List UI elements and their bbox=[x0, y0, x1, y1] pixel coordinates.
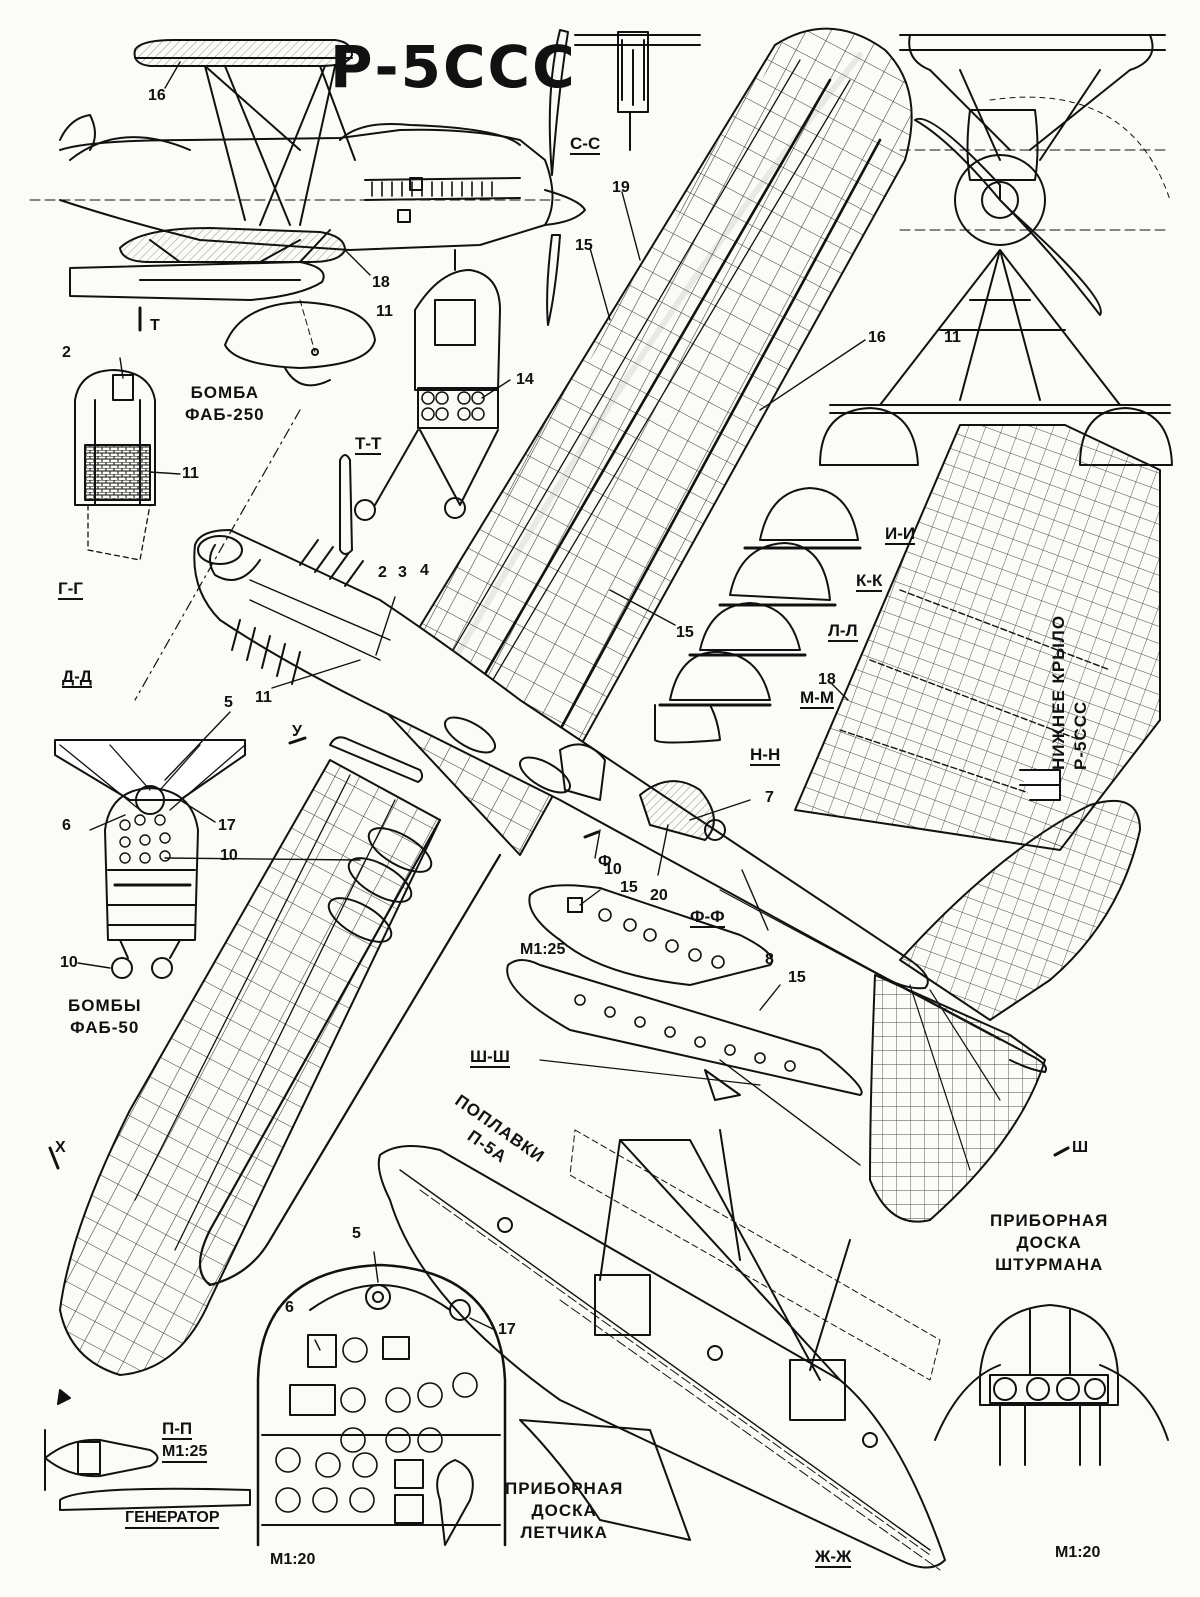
bomb-250-drawing bbox=[74, 369, 156, 561]
pilot-panel-drawing bbox=[256, 1263, 507, 1547]
caption-bombs-50-line2: ФАБ-50 bbox=[70, 1018, 140, 1038]
callout-15-shsh: 15 bbox=[788, 969, 806, 986]
cut-markers bbox=[48, 306, 1070, 1170]
callout-17-bombs: 17 bbox=[218, 817, 236, 834]
cut-marker-t: Т bbox=[150, 317, 160, 334]
generator-drawing bbox=[44, 1389, 251, 1511]
section-tt-drawing bbox=[339, 249, 501, 555]
callout-20: 20 bbox=[650, 887, 668, 904]
callout-2-bomb: 2 bbox=[62, 344, 71, 361]
callout-18-side: 18 bbox=[372, 274, 390, 291]
callout-6-bombs: 6 bbox=[62, 817, 71, 834]
caption-pilot-panel-line1: ПРИБОРНАЯ bbox=[505, 1479, 624, 1498]
caption-bomb-250: БОМБА ФАБ-250 bbox=[185, 382, 265, 426]
callout-19: 19 bbox=[612, 179, 630, 196]
callout-5-panel: 5 bbox=[352, 1225, 361, 1242]
callout-6-panel: 6 bbox=[285, 1299, 294, 1316]
section-label-ff: Ф-Ф bbox=[690, 907, 725, 928]
scale-label-m120-a: М1:20 bbox=[270, 1551, 316, 1568]
profile-ff bbox=[528, 884, 773, 986]
caption-generator: ГЕНЕРАТОР bbox=[125, 1510, 220, 1529]
caption-bomb-250-line1: БОМБА bbox=[190, 383, 260, 402]
caption-bombs-50-line1: БОМБЫ bbox=[68, 996, 142, 1015]
callout-15-wing: 15 bbox=[575, 237, 593, 254]
profile-shsh bbox=[506, 959, 863, 1166]
leader-lines bbox=[77, 61, 866, 1351]
section-label-nn: Н-Н bbox=[750, 745, 781, 766]
callout-8: 8 bbox=[765, 951, 774, 968]
callout-16-wing: 16 bbox=[868, 329, 886, 346]
callout-11-front: 11 bbox=[944, 329, 961, 346]
caption-pilot-panel-line2: ДОСКА bbox=[531, 1501, 597, 1521]
callout-18-wing: 18 bbox=[818, 671, 836, 688]
lower-wing-drawing bbox=[794, 424, 1161, 851]
section-label-ii: И-И bbox=[885, 524, 916, 545]
section-label-zhzh: Ж-Ж bbox=[815, 1547, 852, 1568]
nav-panel-drawing bbox=[934, 1304, 1169, 1466]
caption-nav-panel-line1: ПРИБОРНАЯ bbox=[990, 1211, 1109, 1230]
caption-lower-wing-line1: НИЖНЕЕ КРЫЛО bbox=[1049, 614, 1068, 770]
section-label-shsh: Ш-Ш bbox=[470, 1047, 510, 1068]
floats-drawing bbox=[377, 1129, 946, 1571]
cut-marker-u: У bbox=[292, 723, 302, 740]
section-label-tt: Т-Т bbox=[355, 434, 382, 455]
caption-nav-panel-line3: ШТУРМАНА bbox=[995, 1255, 1104, 1275]
callout-2-fuselage: 2 bbox=[378, 564, 387, 581]
drawing-title: Р-5ССС bbox=[330, 33, 577, 101]
callout-11-fuselage: 11 bbox=[255, 689, 272, 706]
front-view bbox=[819, 34, 1173, 466]
callout-4: 4 bbox=[420, 562, 429, 579]
callout-10-wing: 10 bbox=[220, 847, 238, 864]
caption-pilot-panel-line3: ЛЕТЧИКА bbox=[520, 1523, 608, 1543]
scale-label-m120-b: М1:20 bbox=[1055, 1544, 1101, 1561]
caption-nav-panel-line2: ДОСКА bbox=[1016, 1233, 1082, 1253]
caption-bomb-250-line2: ФАБ-250 bbox=[185, 405, 265, 425]
wing-sections bbox=[654, 487, 862, 744]
scale-label-m125-b: М1:25 bbox=[162, 1444, 208, 1463]
section-cc-drawing bbox=[574, 31, 701, 151]
callout-3: 3 bbox=[398, 564, 407, 581]
section-label-dd: Д-Д bbox=[62, 667, 92, 688]
caption-lower-wing: НИЖНЕЕ КРЫЛО Р-5ССС bbox=[1048, 615, 1092, 770]
section-label-gg: Г-Г bbox=[58, 579, 83, 600]
section-label-pp: П-П bbox=[162, 1419, 193, 1440]
callout-10-bombs: 10 bbox=[60, 954, 78, 971]
callout-5-bombs: 5 bbox=[224, 694, 233, 711]
cut-marker-f: Ф bbox=[598, 853, 612, 870]
bombs-50-drawing bbox=[54, 739, 246, 979]
cut-marker-sh: Ш bbox=[1072, 1139, 1089, 1156]
callout-15-profile: 15 bbox=[620, 879, 638, 896]
callout-11-bomb: 11 bbox=[182, 465, 199, 482]
callout-17-panel: 17 bbox=[498, 1321, 516, 1338]
callout-10-fuselage: 10 bbox=[604, 861, 622, 878]
callout-15-mid: 15 bbox=[676, 624, 694, 641]
callout-11-side: 11 bbox=[376, 303, 393, 320]
caption-lower-wing-line2: Р-5ССС bbox=[1071, 700, 1091, 770]
cut-marker-kh: Х bbox=[55, 1139, 66, 1156]
callout-7: 7 bbox=[765, 789, 774, 806]
scale-label-m125-a: М1:25 bbox=[520, 941, 566, 958]
caption-bombs-50: БОМБЫ ФАБ-50 bbox=[68, 995, 141, 1039]
caption-nav-panel: ПРИБОРНАЯ ДОСКА ШТУРМАНА bbox=[990, 1210, 1108, 1276]
side-view bbox=[29, 29, 586, 387]
callout-16-side: 16 bbox=[148, 87, 166, 104]
caption-pilot-panel: ПРИБОРНАЯ ДОСКА ЛЕТЧИКА bbox=[505, 1478, 623, 1544]
callout-14: 14 bbox=[516, 371, 534, 388]
plan-view bbox=[59, 27, 1141, 1376]
section-label-kk: К-К bbox=[856, 571, 883, 592]
section-label-ll: Л-Л bbox=[828, 621, 858, 642]
section-label-mm: М-М bbox=[800, 688, 834, 709]
section-label-cc: С-С bbox=[570, 134, 601, 155]
